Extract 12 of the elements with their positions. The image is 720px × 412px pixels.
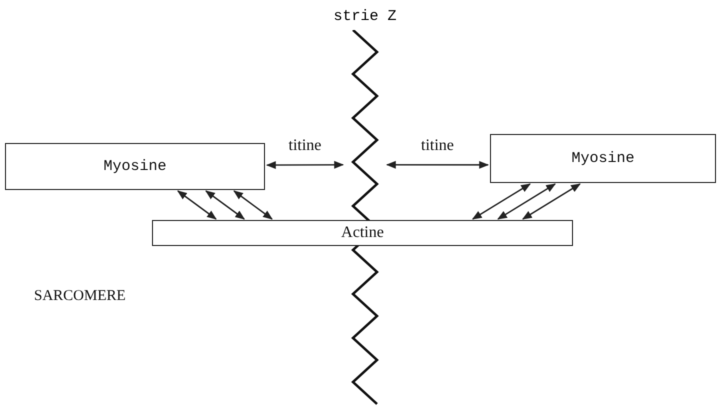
double-arrow [266, 160, 344, 169]
double-arrow [497, 183, 556, 220]
myosin-filament-box: Myosine [490, 134, 716, 183]
myosin-filament-box: Myosine [5, 143, 265, 190]
double-arrow [472, 183, 531, 220]
double-arrow [522, 183, 581, 220]
actin-filament-box: Actine [152, 220, 573, 246]
double-arrow [205, 190, 245, 220]
z-line-label: strie Z [332, 8, 398, 25]
double-arrow [177, 190, 217, 220]
double-arrow [386, 160, 489, 169]
double-arrow [233, 190, 273, 220]
